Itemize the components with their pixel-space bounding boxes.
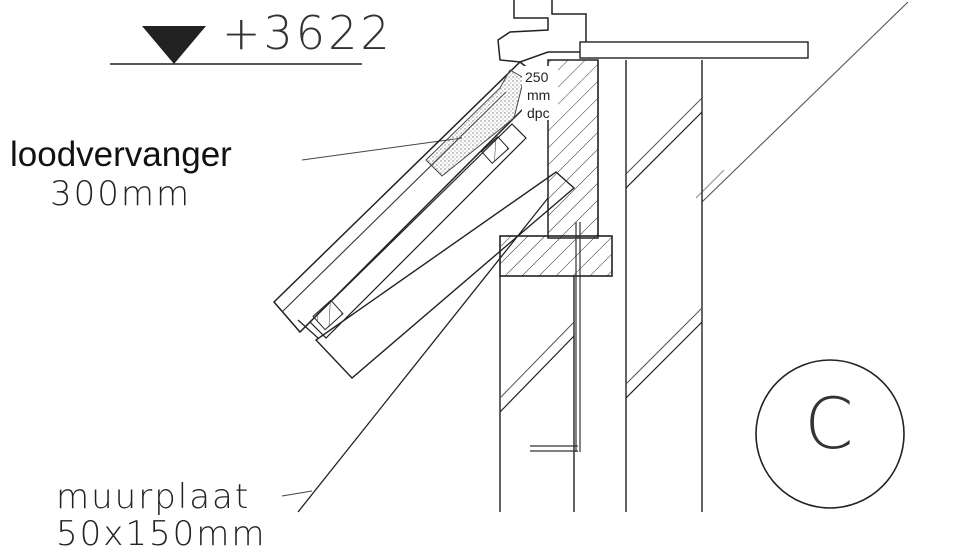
flashing-cap: [497, 0, 809, 63]
batten-block-lower: [312, 299, 344, 331]
detail-marker-letter: C: [804, 383, 854, 465]
anchor-bolt: [530, 222, 581, 452]
level-marker: [110, 26, 362, 65]
wall-plate-leader: [281, 490, 313, 497]
wall-plate-section: [499, 235, 613, 277]
flashing-profile: [497, 0, 587, 63]
lead-substitute-size: 300mm: [50, 174, 192, 214]
stud-right-brace-2: [625, 97, 703, 175]
stud-left-brace-2: [499, 321, 575, 399]
wall-plate-title: muurplaat: [56, 477, 251, 517]
background-diagonal-1: [701, 1, 909, 203]
level-value: +3622: [222, 6, 393, 60]
stud-left-brace-1: [499, 335, 575, 413]
stud-right-brace-1: [625, 111, 703, 189]
background-diagonal-2: [695, 169, 725, 199]
batten-block-upper: [480, 135, 510, 165]
lead-substitute-leader: [301, 137, 463, 161]
stud-right-brace-4: [625, 307, 703, 385]
roof-panel-edge: [297, 319, 319, 339]
roof-deck-board: [579, 41, 809, 59]
timber-post: [522, 59, 599, 239]
wall-studs: [499, 60, 703, 512]
stud-right-brace-3: [625, 321, 703, 399]
roof-batten-layer: [309, 123, 527, 339]
dpc-note-line-2: mm: [527, 87, 551, 103]
level-triangle-icon: [142, 26, 206, 64]
dpc-label-background: [522, 66, 558, 120]
lead-substitute-title: loodvervanger: [10, 135, 232, 174]
dpc-note-line-3: dpc: [527, 105, 550, 121]
detail-marker-circle: [755, 359, 905, 509]
dpc-note-line-1: 250: [525, 69, 549, 85]
wall-plate-size: 50x150mm: [56, 514, 267, 554]
